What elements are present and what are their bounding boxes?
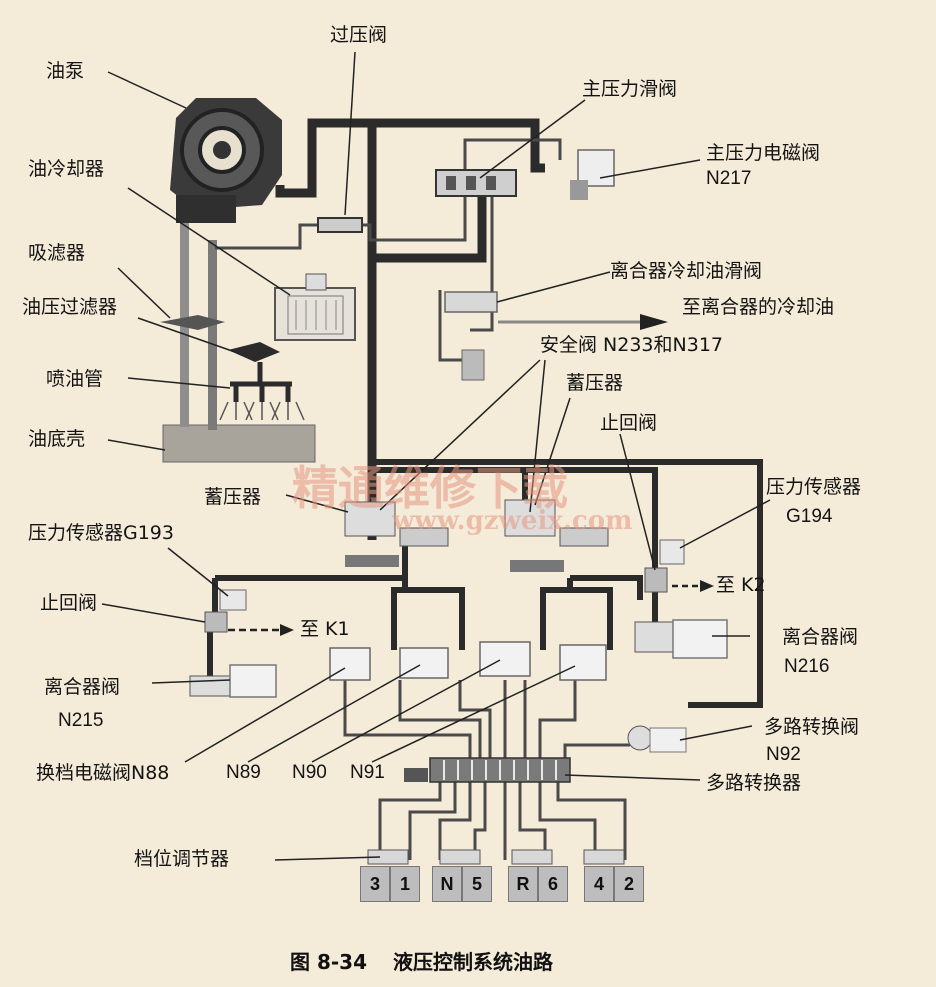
check-valve-right [644,567,668,593]
oil-pressure-filter [228,342,280,362]
watermark-url: www.gzweix.com [392,506,633,536]
accumulator-right-block [504,499,609,572]
label-overpressure-valve: 过压阀 [330,24,388,46]
label-gear-selector: 档位调节器 [134,848,230,870]
label-g194: G194 [786,506,833,527]
clutch-cooling-slide-valve [444,291,668,381]
label-clutch-valve-left: 离合器阀 [44,676,121,698]
gear-position: R [508,866,538,902]
accumulator-left-block [344,501,449,567]
label-n89: N89 [226,762,261,783]
label-to-k2: 至 K2 [716,574,766,596]
label-injection-pipe: 喷油管 [46,368,104,390]
label-main-pressure-slide-valve: 主压力滑阀 [582,78,678,100]
label-shift-solenoid-n88: 换档电磁阀N88 [36,762,170,784]
gear-actuators [367,849,625,865]
clutch-valve-n216 [634,619,728,659]
injection-pipes [230,362,292,402]
label-check-valve-right: 止回阀 [600,412,658,434]
label-multiplexer-valve: 多路转换阀 [764,716,860,738]
label-check-valve-left: 止回阀 [40,592,98,614]
label-n90: N90 [292,762,327,783]
figure-title: 液压控制系统油路 [393,950,554,974]
label-suction-filter: 吸滤器 [28,242,86,264]
label-multiplexer: 多路转换器 [706,772,802,794]
gear-position: 5 [462,866,492,902]
gear-position: 3 [360,866,390,902]
check-valve-left [204,611,228,633]
label-n216: N216 [784,656,830,677]
gear-position: 1 [390,866,420,902]
leader-lines [101,51,771,861]
figure-caption: 图 8-34 液压控制系统油路 [290,946,579,975]
label-accumulator-left: 蓄压器 [204,486,262,508]
label-safety-valve: 安全阀 N233和N317 [540,334,723,356]
gear-position: 2 [614,866,644,902]
label-oil-pressure-filter: 油压过滤器 [22,296,118,318]
main-pressure-solenoid [570,149,615,200]
gear-position: N [432,866,462,902]
multiplexer-valve [627,725,687,753]
oil-pan [162,424,316,463]
label-oil-pump: 油泵 [46,60,85,82]
label-n215: N215 [58,710,104,731]
suction-filter [160,315,225,330]
oil-cooler [274,273,356,341]
gear-position: 4 [584,866,614,902]
label-clutch-cooling-slide-valve: 离合器冷却油滑阀 [610,260,763,282]
label-n91: N91 [350,762,385,783]
label-oil-pan: 油底壳 [28,428,86,450]
label-pressure-sensor-left: 压力传感器G193 [28,522,174,544]
pressure-sensor-g194 [659,539,685,565]
label-oil-cooler: 油冷却器 [28,158,105,180]
label-clutch-valve-right: 离合器阀 [782,626,859,648]
overpressure-valve [317,217,363,233]
watermark-title: 精通维修下载 [292,461,568,515]
shift-solenoids [329,641,607,681]
figure-number: 图 8-34 [290,950,368,974]
main-pressure-slide-valve [435,169,517,197]
label-to-clutch-cooling-oil: 至离合器的冷却油 [682,296,835,318]
return-column [208,240,217,430]
label-main-pressure-solenoid: 主压力电磁阀 [706,142,821,164]
label-to-k1: 至 K1 [300,618,350,640]
oil-pump [170,98,282,223]
label-n92: N92 [766,744,801,765]
label-pressure-sensor-right: 压力传感器 [766,476,862,498]
label-accumulator-right: 蓄压器 [566,372,624,394]
gear-position: 6 [538,866,568,902]
label-n217: N217 [706,168,752,189]
